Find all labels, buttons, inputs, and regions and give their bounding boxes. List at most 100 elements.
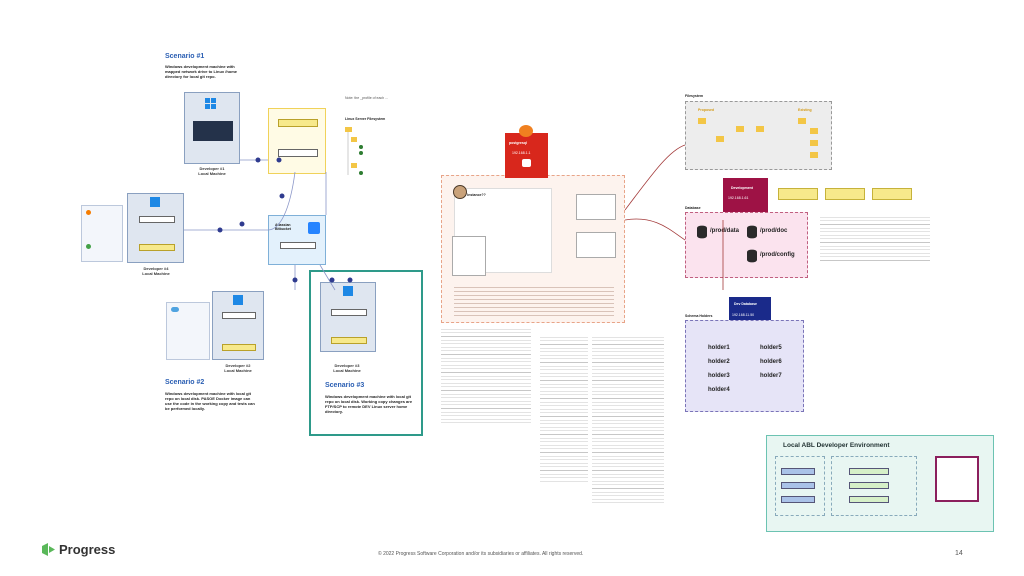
- mapped-drive-screen: [193, 121, 233, 141]
- side-service-2: [576, 232, 616, 258]
- local-repo-block: [278, 149, 318, 157]
- openedge-panel: [452, 236, 486, 276]
- holder-item: holder2: [708, 359, 730, 365]
- progress-logo-text: Progress: [59, 542, 116, 557]
- web-instance-area: Web Instance??: [441, 175, 625, 323]
- schema-holders-label: Schema Holders: [685, 314, 713, 318]
- local-repo-block: [222, 312, 256, 319]
- working-copy-block: [222, 344, 256, 351]
- cloud-icon: [171, 307, 179, 312]
- local-abl-env-title: Local ABL Developer Environment: [783, 442, 890, 449]
- scenario3-title: Scenario #3: [325, 382, 365, 389]
- developer2-machine: [212, 291, 264, 360]
- windows-icon: [343, 286, 353, 296]
- code-column-2: [540, 334, 588, 484]
- prod-doc-db-icon: [747, 225, 757, 239]
- holder-item: holder6: [760, 359, 782, 365]
- scenario1-title: Scenario #1: [165, 53, 205, 60]
- developer3-machine: [320, 282, 376, 352]
- windows-icon: [233, 295, 243, 305]
- holder-item: holder1: [708, 345, 730, 351]
- scenario2-title: Scenario #2: [165, 379, 205, 386]
- progress-logo-icon: [42, 543, 55, 556]
- developer2-caption: Developer #2 Local Machine: [224, 363, 252, 373]
- prod-config-db-icon: [747, 249, 757, 263]
- progress-logo: Progress: [42, 542, 115, 557]
- db-prod-data: /prod/data: [710, 228, 740, 234]
- holder-item: holder5: [760, 345, 782, 351]
- filesystem-panel: Proposed Existing: [685, 101, 832, 170]
- holder-item: holder3: [708, 373, 730, 379]
- developer4-caption: Developer #4 Local Machine: [142, 266, 170, 276]
- working-copy-block: [139, 244, 175, 251]
- development-ip: 192.168.1.61: [728, 196, 749, 200]
- scenario3-frame: [309, 270, 423, 436]
- copyright-text: © 2022 Progress Software Corporation and…: [378, 551, 584, 557]
- env-node-5: [849, 482, 889, 489]
- developer1-machine: [184, 92, 240, 164]
- linux-note: Note: the _profile of each ...: [345, 96, 388, 100]
- env-node-6: [849, 496, 889, 503]
- postgres-shield: [519, 125, 533, 137]
- database-listing: [820, 214, 930, 264]
- bitbucket-icon: [308, 222, 320, 234]
- linux-working-copy-area: [268, 108, 326, 174]
- existing-label: Existing: [798, 108, 812, 112]
- development-label: Development: [731, 186, 753, 190]
- postgres-label: postgresql: [509, 141, 527, 145]
- side-service-1: [576, 194, 616, 220]
- developer4-machine: [127, 193, 184, 263]
- working-copy-block: [278, 119, 318, 127]
- page-number: 14: [955, 550, 963, 557]
- postgres-ip: 192.168.1.1: [512, 151, 531, 155]
- scenario3-description: Windows development machine with local g…: [325, 394, 413, 414]
- progress-icon: [86, 210, 91, 215]
- left-cluster-connectors: [184, 157, 353, 291]
- local-repo-block: [331, 309, 367, 316]
- working-copy-block: [331, 337, 367, 344]
- db-prod-config: /prod/config: [760, 252, 795, 258]
- jenkins-icon: [453, 185, 467, 199]
- windows-icon: [150, 197, 160, 207]
- tag-1: [778, 188, 818, 200]
- filesystem-label: Filesystem: [685, 94, 704, 98]
- proposed-label: Proposed: [698, 108, 715, 112]
- postgres-server: postgresql 192.168.1.1: [505, 133, 548, 178]
- database-label: Database: [685, 206, 701, 210]
- env-column-middle: [831, 456, 917, 516]
- env-app-server: [935, 456, 979, 502]
- filesystem-folders: [698, 118, 818, 158]
- env-node-1: [781, 468, 815, 475]
- repo-block: [280, 242, 316, 249]
- env-node-3: [781, 496, 815, 503]
- code-column-3: [592, 334, 664, 504]
- developer3-caption: Developer #3 Local Machine: [333, 363, 361, 373]
- db-prod-doc: /prod/doc: [760, 228, 788, 234]
- prod-data-db-icon: [697, 225, 707, 239]
- scenario1-description: Windows development machine with mapped …: [165, 64, 238, 79]
- notes-text-block: [454, 284, 614, 318]
- dev-database-ip: 192.168.11.50: [732, 313, 755, 317]
- web-instance-title: Web Instance??: [459, 193, 486, 197]
- linux-filesystem-label: Linux Server Filesystem: [345, 117, 386, 121]
- code-column-1: [441, 326, 531, 426]
- database-icon: [522, 159, 531, 167]
- schema-holders-panel: holder1 holder2 holder3 holder4 holder5 …: [685, 320, 804, 412]
- holder-item: holder7: [760, 373, 782, 379]
- windows-icon: [205, 97, 217, 109]
- developer2-cloud-panel: [166, 302, 210, 360]
- env-node-4: [849, 468, 889, 475]
- developer4-side-panel: [81, 205, 123, 262]
- local-abl-env-panel: Local ABL Developer Environment: [766, 435, 994, 532]
- check-icon: [86, 244, 91, 249]
- holder-item: holder4: [708, 387, 730, 393]
- local-repo-block: [139, 216, 175, 223]
- scenario2-description: Windows development machine with local g…: [165, 391, 255, 411]
- tag-2: [825, 188, 865, 200]
- developer1-caption: Developer #1 Local Machine: [198, 166, 226, 176]
- tag-3: [872, 188, 912, 200]
- env-node-2: [781, 482, 815, 489]
- database-panel: /prod/data /prod/doc /prod/config: [685, 212, 808, 278]
- bitbucket-box: Atlassian Bitbucket: [268, 215, 326, 265]
- bitbucket-label: Atlassian Bitbucket: [275, 223, 291, 231]
